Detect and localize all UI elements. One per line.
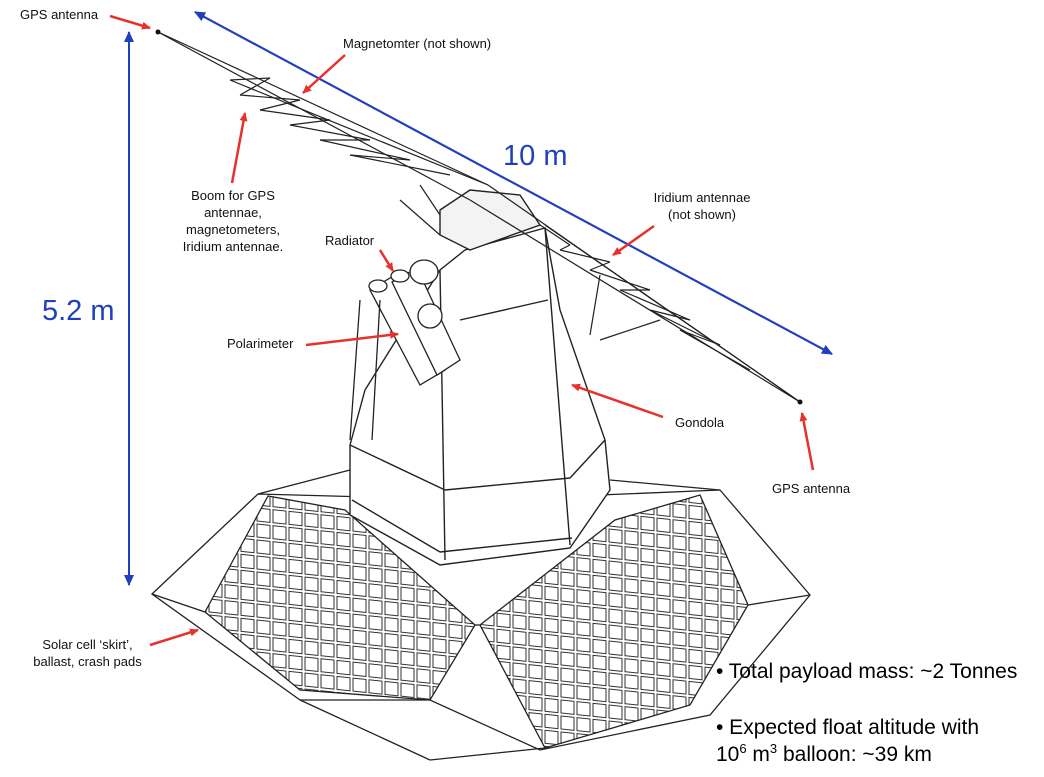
altitude-exponent-2: 3: [769, 741, 778, 756]
altitude-base: 10: [716, 743, 740, 766]
label-iridium-line-2: (not shown): [668, 207, 736, 222]
label-boom-line-2: antennae,: [204, 205, 262, 220]
altitude-exponent-1: 6: [739, 741, 747, 756]
label-solar-line-1: Solar cell ‘skirt’,: [42, 637, 133, 652]
label-boom-line-4: Iridium antennae.: [182, 239, 284, 254]
polarimeter-drawing: [349, 259, 461, 441]
dimension-height-label: 5.2 m: [42, 295, 115, 327]
label-gondola: Gondola: [675, 415, 725, 430]
bullet-float-altitude-line-2: 106 m3 balloon: ~39 km: [716, 741, 932, 768]
altitude-unit: m: [746, 743, 770, 766]
callout-arrows: [109, 14, 815, 647]
altitude-value: balloon: ~39 km: [777, 743, 932, 766]
label-boom: Boom for GPS antennae, magnetometers, Ir…: [178, 187, 288, 255]
gondola-body: [349, 189, 611, 566]
label-boom-line-1: Boom for GPS: [191, 188, 275, 203]
gps-antenna-right-dot: [797, 399, 803, 405]
bullet-payload-mass: • Total payload mass: ~2 Tonnes: [716, 660, 1018, 683]
gps-antenna-top-dot: [155, 29, 161, 35]
dimension-length-label: 10 m: [503, 140, 568, 172]
label-gps-antenna-top: GPS antenna: [20, 7, 99, 22]
label-gps-antenna-right: GPS antenna: [772, 481, 851, 496]
boom-truss: [157, 31, 801, 403]
solar-skirt: [150, 469, 811, 761]
label-boom-line-3: magnetometers,: [186, 222, 280, 237]
label-solar-line-2: ballast, crash pads: [33, 654, 142, 669]
label-magnetometer: Magnetomter (not shown): [343, 36, 492, 51]
label-iridium: Iridium antennae (not shown): [642, 189, 762, 223]
label-solar-skirt: Solar cell ‘skirt’, ballast, crash pads: [25, 636, 150, 670]
bullet-float-altitude-line-1: • Expected float altitude with: [716, 716, 980, 739]
label-polarimeter: Polarimeter: [227, 336, 294, 351]
label-iridium-line-1: Iridium antennae: [653, 190, 751, 205]
label-radiator: Radiator: [325, 233, 375, 248]
dimension-arrows: [124, 11, 833, 586]
